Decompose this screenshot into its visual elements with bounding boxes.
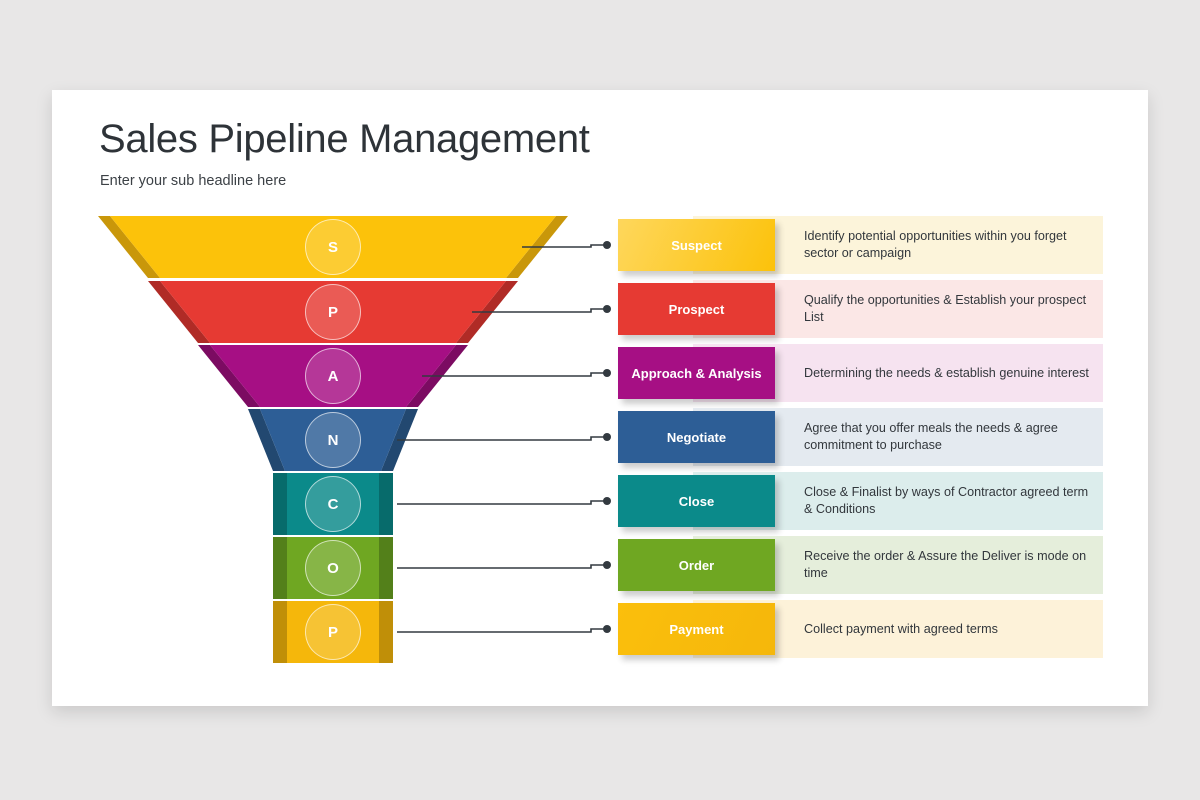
stage-row[interactable]: Close Close & Finalist by ways of Contrac… xyxy=(618,472,1103,530)
stage-description-cell: Close & Finalist by ways of Contractor a… xyxy=(804,472,1095,530)
stage-description: Determining the needs & establish genuin… xyxy=(804,365,1089,380)
stage-description-cell: Collect payment with agreed terms xyxy=(804,600,1095,658)
stage-row[interactable]: Suspect Identify potential opportunities … xyxy=(618,216,1103,274)
stage-description: Qualify the opportunities & Establish yo… xyxy=(804,293,1087,324)
stage-description-cell: Agree that you offer meals the needs & a… xyxy=(804,408,1095,466)
page-subtitle: Enter your sub headline here xyxy=(100,173,287,189)
stage-description-cell: Identify potential opportunities within … xyxy=(804,216,1095,274)
stage-label-close[interactable]: Close xyxy=(618,475,775,527)
stage-row[interactable]: Order Receive the order & Assure the Deli… xyxy=(618,536,1103,594)
stage-row[interactable]: Prospect Qualify the opportunities & Esta… xyxy=(618,280,1103,338)
stage-row[interactable]: Approach & Analysis Determining the needs… xyxy=(618,344,1103,402)
stage-description-cell: Receive the order & Assure the Deliver i… xyxy=(804,536,1095,594)
stage-label-order[interactable]: Order xyxy=(618,539,775,591)
slide-canvas: Sales Pipeline Management Enter your sub… xyxy=(52,90,1148,706)
stage-description-cell: Determining the needs & establish genuin… xyxy=(804,344,1095,402)
stage-description: Identify potential opportunities within … xyxy=(804,229,1067,260)
stage-description-cell: Qualify the opportunities & Establish yo… xyxy=(804,280,1095,338)
stage-label-approach-analysis[interactable]: Approach & Analysis xyxy=(618,347,775,399)
stage-description: Close & Finalist by ways of Contractor a… xyxy=(804,485,1089,516)
page-title: Sales Pipeline Management xyxy=(99,117,590,161)
stage-row[interactable]: Payment Collect payment with agreed terms xyxy=(618,600,1103,658)
stage-label-suspect[interactable]: Suspect xyxy=(618,219,775,271)
stage-label-negotiate[interactable]: Negotiate xyxy=(618,411,775,463)
stage-list: Suspect Identify potential opportunities … xyxy=(52,90,1148,706)
stage-label-prospect[interactable]: Prospect xyxy=(618,283,775,335)
stage-description: Agree that you offer meals the needs & a… xyxy=(804,421,1058,452)
stage-label-payment[interactable]: Payment xyxy=(618,603,775,655)
stage-description: Receive the order & Assure the Deliver i… xyxy=(804,549,1087,580)
stage-description: Collect payment with agreed terms xyxy=(804,621,998,636)
stage-row[interactable]: Negotiate Agree that you offer meals the … xyxy=(618,408,1103,466)
